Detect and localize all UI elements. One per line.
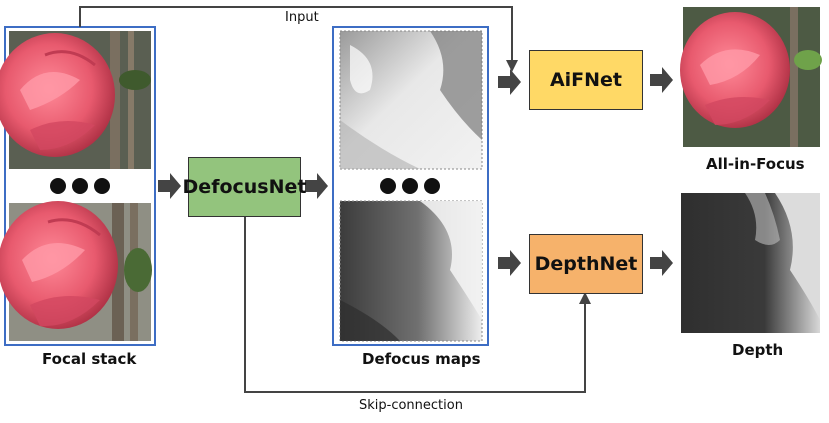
- arrow-depthnet-to-output: [650, 250, 673, 276]
- arrow-defocusnet-to-maps: [305, 173, 328, 199]
- edge-skip: [244, 216, 586, 393]
- input-edge-label: Input: [285, 10, 319, 25]
- edge-skip-arrowhead: [579, 292, 591, 304]
- arrow-aifnet-to-output: [650, 67, 673, 93]
- ellipsis-dot: [50, 178, 66, 194]
- focal-stack-label: Focal stack: [42, 350, 137, 368]
- ellipsis-dot: [72, 178, 88, 194]
- defocus-map-top: [339, 30, 483, 170]
- arrow-focal-to-defocusnet: [158, 173, 181, 199]
- depth-label: Depth: [732, 341, 784, 359]
- skip-connection-label: Skip-connection: [359, 398, 463, 413]
- defocusnet-label: DefocusNet: [182, 176, 307, 198]
- arrow-to-depthnet: [498, 250, 521, 276]
- defocus-map-bottom: [339, 200, 483, 342]
- edge-input: [79, 6, 513, 62]
- aifnet-label: AiFNet: [549, 69, 623, 91]
- all-in-focus-image: [680, 7, 822, 147]
- ellipsis-dot: [380, 178, 396, 194]
- ellipsis-dot: [94, 178, 110, 194]
- depthnet-node: DepthNet: [529, 234, 643, 294]
- all-in-focus-label: All-in-Focus: [706, 155, 805, 173]
- focal-stack-image-top: [0, 31, 151, 169]
- depthnet-label: DepthNet: [534, 253, 638, 275]
- arrow-to-aifnet: [498, 69, 521, 95]
- ellipsis-dot: [424, 178, 440, 194]
- defocus-maps-label: Defocus maps: [362, 350, 481, 368]
- focal-stack-image-bottom: [0, 201, 152, 341]
- aifnet-node: AiFNet: [529, 50, 643, 110]
- defocusnet-node: DefocusNet: [183, 157, 306, 217]
- depth-image: [681, 193, 820, 333]
- ellipsis-dot: [402, 178, 418, 194]
- edge-input-arrowhead: [506, 60, 518, 72]
